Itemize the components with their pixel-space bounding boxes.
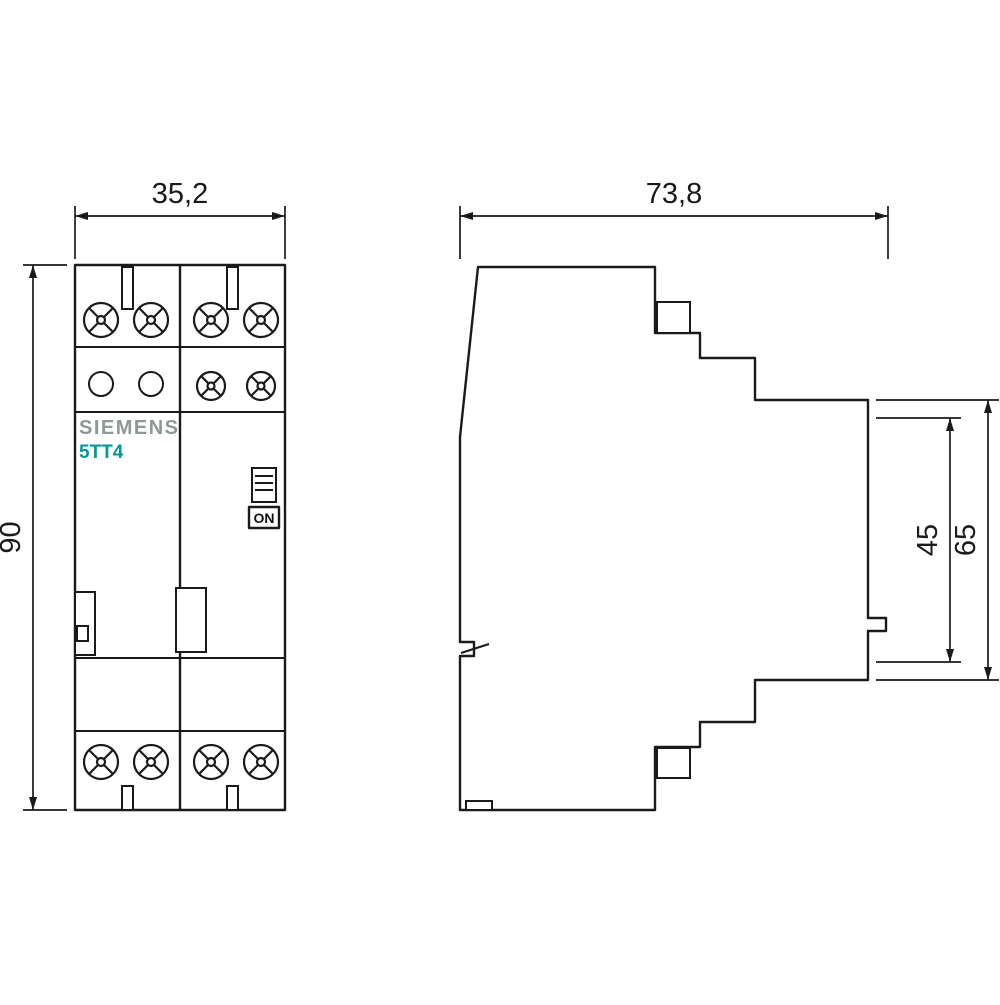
- dimension-label-45: 45: [912, 524, 944, 556]
- housing-step-detail: [656, 301, 691, 334]
- dimension-label-front-height: 90: [0, 521, 27, 553]
- dimension-label-side-depth: 73,8: [646, 178, 702, 210]
- terminal-slot: [226, 266, 239, 310]
- din-clip-detail: [76, 625, 89, 642]
- on-label-box: [247, 505, 281, 530]
- round-button-icon: [88, 371, 114, 397]
- terminal-slot: [121, 266, 134, 310]
- screw-terminal-icon: [82, 301, 120, 339]
- slide-switch-icon: ON: [247, 467, 281, 530]
- screw-terminal-icon: [242, 301, 280, 339]
- dimension-side-depth: 73,8: [459, 178, 889, 259]
- clip-spring-line: [460, 643, 490, 654]
- terminal-slot: [226, 785, 239, 811]
- screw-terminal-icon: [242, 743, 280, 781]
- dimension-side-upper-height: 45: [876, 417, 961, 663]
- round-button-icon: [138, 371, 164, 397]
- screw-terminal-icon: [82, 743, 120, 781]
- rail-foot-detail: [465, 800, 493, 811]
- front-view: SIEMENS 5TT4 ON: [73, 263, 287, 812]
- screw-terminal-icon: [132, 301, 170, 339]
- terminal-slot: [121, 785, 134, 811]
- screw-terminal-icon: [192, 301, 230, 339]
- on-label: ON: [254, 510, 275, 526]
- side-view: [458, 265, 888, 812]
- switch-slider: [251, 467, 277, 503]
- dimension-label-front-width: 35,2: [152, 178, 208, 210]
- brand-logo: SIEMENS: [79, 417, 180, 439]
- dimension-front-height: 90: [0, 264, 67, 811]
- screw-terminal-icon: [132, 743, 170, 781]
- din-release-clip: [74, 591, 96, 656]
- housing-step-detail: [656, 747, 691, 779]
- screw-terminal-icon: [245, 370, 277, 402]
- side-profile-outline: [458, 265, 888, 812]
- dimension-label-65: 65: [950, 524, 982, 556]
- model-number: 5TT4: [79, 442, 124, 463]
- screw-terminal-icon: [195, 370, 227, 402]
- screw-terminal-icon: [192, 743, 230, 781]
- dimension-side-total-height: 65: [876, 399, 999, 681]
- dimension-front-width: 35,2: [74, 178, 286, 259]
- center-recess: [175, 587, 207, 653]
